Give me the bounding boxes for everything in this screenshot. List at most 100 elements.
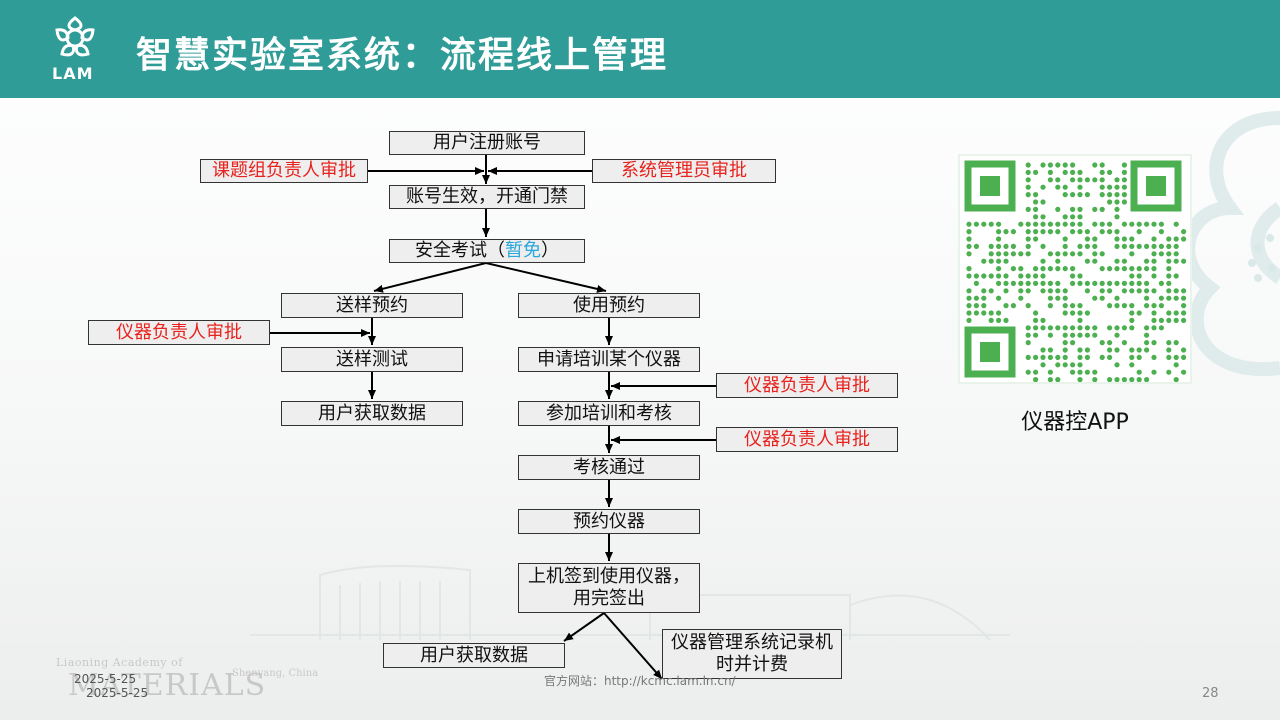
qr-module xyxy=(1099,184,1105,190)
qr-module xyxy=(1018,266,1024,272)
qr-module xyxy=(1003,288,1009,294)
qr-module xyxy=(1121,303,1127,309)
qr-module xyxy=(1062,236,1068,242)
qr-module xyxy=(1114,258,1120,264)
qr-module xyxy=(1151,221,1157,227)
qr-module xyxy=(1107,184,1113,190)
join-training-box: 参加培训和考核 xyxy=(518,401,700,426)
qr-module xyxy=(1107,354,1113,360)
qr-module xyxy=(1033,221,1039,227)
qr-module xyxy=(1121,258,1127,264)
qr-module xyxy=(1062,214,1068,220)
qr-module xyxy=(1077,184,1083,190)
footer-date: 2025-5-25 xyxy=(74,672,137,686)
system-admin-approval-box: 系统管理员审批 xyxy=(592,159,776,183)
qr-module xyxy=(1025,251,1031,257)
qr-module xyxy=(1025,206,1031,212)
qr-module xyxy=(1099,169,1105,175)
qr-module xyxy=(966,303,972,309)
qr-module xyxy=(1173,221,1179,227)
qr-module xyxy=(1181,258,1187,264)
qr-module xyxy=(1084,280,1090,286)
qr-module xyxy=(1055,362,1061,368)
qr-module xyxy=(1121,192,1127,198)
qr-module xyxy=(1114,266,1120,272)
qr-module xyxy=(1047,169,1053,175)
qr-module xyxy=(1114,199,1120,205)
qr-module xyxy=(996,251,1002,257)
qr-module xyxy=(1166,317,1172,323)
qr-module xyxy=(1040,221,1046,227)
qr-module xyxy=(1129,251,1135,257)
qr-module xyxy=(1151,288,1157,294)
qr-module xyxy=(996,236,1002,242)
qr-module xyxy=(1062,354,1068,360)
qr-module xyxy=(966,295,972,301)
qr-module xyxy=(1121,377,1127,383)
qr-module xyxy=(1107,347,1113,353)
qr-module xyxy=(966,221,972,227)
qr-module xyxy=(1025,169,1031,175)
qr-module xyxy=(1114,192,1120,198)
qr-module xyxy=(1025,229,1031,235)
qr-module xyxy=(1151,369,1157,375)
qr-module xyxy=(1114,332,1120,338)
qr-module xyxy=(1047,221,1053,227)
qr-module xyxy=(1181,288,1187,294)
qr-module xyxy=(1070,340,1076,346)
qr-module xyxy=(973,243,979,249)
qr-module xyxy=(1114,214,1120,220)
book-instrument-box: 预约仪器 xyxy=(518,509,700,534)
qr-module xyxy=(1129,347,1135,353)
safety-exam-close: ） xyxy=(541,240,559,262)
qr-module xyxy=(973,273,979,279)
account-active-box: 账号生效，开通门禁 xyxy=(389,185,585,209)
qr-module xyxy=(1121,169,1127,175)
qr-module xyxy=(1136,354,1142,360)
qr-module xyxy=(1055,258,1061,264)
qr-module xyxy=(996,280,1002,286)
qr-module xyxy=(1181,236,1187,242)
safety-exam-label: 安全考试（ xyxy=(415,240,505,262)
qr-module xyxy=(988,251,994,257)
qr-module xyxy=(1114,229,1120,235)
qr-module xyxy=(1025,236,1031,242)
qr-module xyxy=(1114,325,1120,331)
qr-module xyxy=(1062,169,1068,175)
qr-module xyxy=(1166,251,1172,257)
qr-module xyxy=(1077,317,1083,323)
qr-module xyxy=(1010,229,1016,235)
qr-module xyxy=(1092,258,1098,264)
qr-module xyxy=(1055,184,1061,190)
qr-module xyxy=(1084,369,1090,375)
qr-module xyxy=(1062,295,1068,301)
qr-module xyxy=(1107,199,1113,205)
checkin-use-box: 上机签到使用仪器，用完签出 xyxy=(518,563,700,613)
qr-module xyxy=(1151,317,1157,323)
qr-module xyxy=(1062,325,1068,331)
qr-module xyxy=(1040,162,1046,168)
qr-module xyxy=(1099,206,1105,212)
qr-module xyxy=(1158,280,1164,286)
qr-module xyxy=(1084,288,1090,294)
qr-module xyxy=(1018,221,1024,227)
qr-module xyxy=(1033,266,1039,272)
qr-module xyxy=(1092,325,1098,331)
app-qr-code[interactable] xyxy=(958,154,1192,384)
qr-module xyxy=(1077,214,1083,220)
qr-module xyxy=(1040,288,1046,294)
qr-module xyxy=(1092,243,1098,249)
qr-module xyxy=(996,273,1002,279)
qr-module xyxy=(1129,377,1135,383)
qr-module xyxy=(1181,369,1187,375)
qr-module xyxy=(966,273,972,279)
qr-module xyxy=(1158,325,1164,331)
instrument-owner-approval-box-3: 仪器负责人审批 xyxy=(716,427,898,452)
qr-module xyxy=(1166,258,1172,264)
qr-module xyxy=(1151,251,1157,257)
qr-module xyxy=(1033,236,1039,242)
qr-module xyxy=(973,221,979,227)
qr-module xyxy=(1047,347,1053,353)
qr-module xyxy=(1092,280,1098,286)
qr-module xyxy=(973,310,979,316)
